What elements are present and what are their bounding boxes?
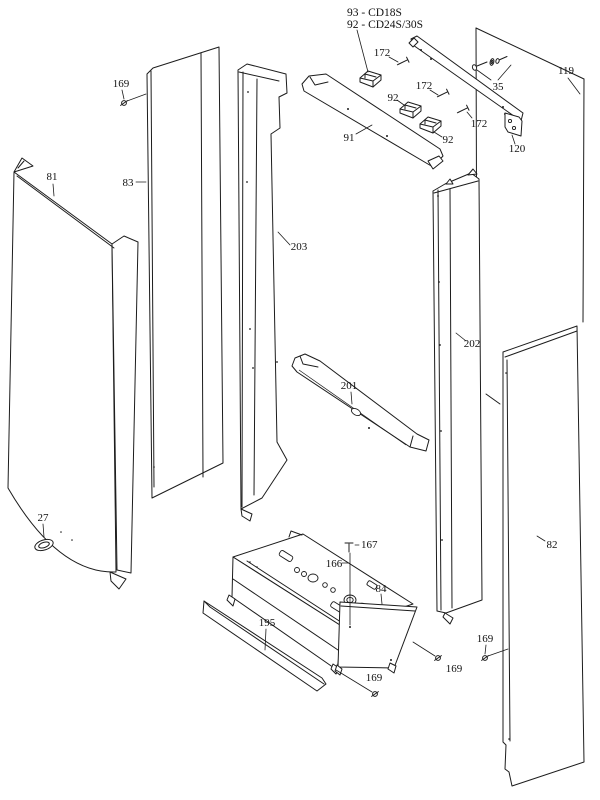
part-label-195: 195 (259, 617, 276, 629)
panel-81 (7, 157, 139, 590)
part-label-35: 35 (493, 81, 505, 93)
screw-167 (344, 542, 354, 553)
part-label-82: 82 (547, 539, 558, 551)
part-label-202: 202 (464, 338, 481, 350)
panel-83 (146, 46, 224, 499)
part-label-169-panel-82: 169 (477, 633, 494, 645)
screw-169-bottom-center (371, 691, 379, 697)
screw-169-panel-82 (481, 655, 489, 661)
rail-91 (301, 73, 444, 170)
part-label-169-top-left: 169 (113, 78, 130, 90)
screw-set-35 (471, 56, 508, 71)
clip-92-c (419, 116, 442, 134)
part-label-119: 119 (558, 65, 575, 77)
legend-line-2: 92 - CD24S/30S (347, 19, 423, 31)
part-label-172-a: 172 (374, 47, 391, 59)
part-label-120: 120 (509, 143, 526, 155)
screw-169-top-left (120, 100, 128, 106)
part-label-203: 203 (291, 241, 308, 253)
rail-195 (202, 600, 327, 692)
part-label-92-b: 92 (443, 134, 454, 146)
part-label-201: 201 (341, 380, 358, 392)
part-label-83: 83 (123, 177, 135, 189)
screw-169-bottom-right (434, 655, 442, 661)
part-label-81: 81 (47, 171, 58, 183)
rail-201 (291, 353, 430, 452)
part-label-91: 91 (344, 132, 355, 144)
part-label-27: 27 (38, 512, 50, 524)
part-label-169-bottom-center: 169 (366, 672, 383, 684)
panel-82 (485, 325, 585, 787)
leader-lines (42, 29, 581, 693)
column-202 (432, 168, 483, 625)
panel-84 (334, 601, 418, 676)
column-203 (237, 63, 288, 522)
part-labels: 93 - CD18S 92 - CD24S/30S 169 81 83 203 … (38, 7, 575, 684)
emblem-27 (34, 538, 54, 552)
clip-93-92-a (359, 70, 382, 88)
part-label-167: 167 (361, 539, 378, 551)
part-label-169-bottom-right: 169 (446, 663, 463, 675)
part-label-172-c: 172 (471, 118, 488, 130)
part-label-172-b: 172 (416, 80, 433, 92)
screw-172-b (435, 88, 450, 100)
screw-172-c (455, 104, 470, 116)
part-label-84: 84 (376, 583, 388, 595)
legend-line-1: 93 - CD18S (347, 7, 402, 19)
part-label-166: 166 (326, 558, 343, 570)
bracket-120 (504, 112, 523, 137)
part-label-92-a: 92 (388, 92, 399, 104)
